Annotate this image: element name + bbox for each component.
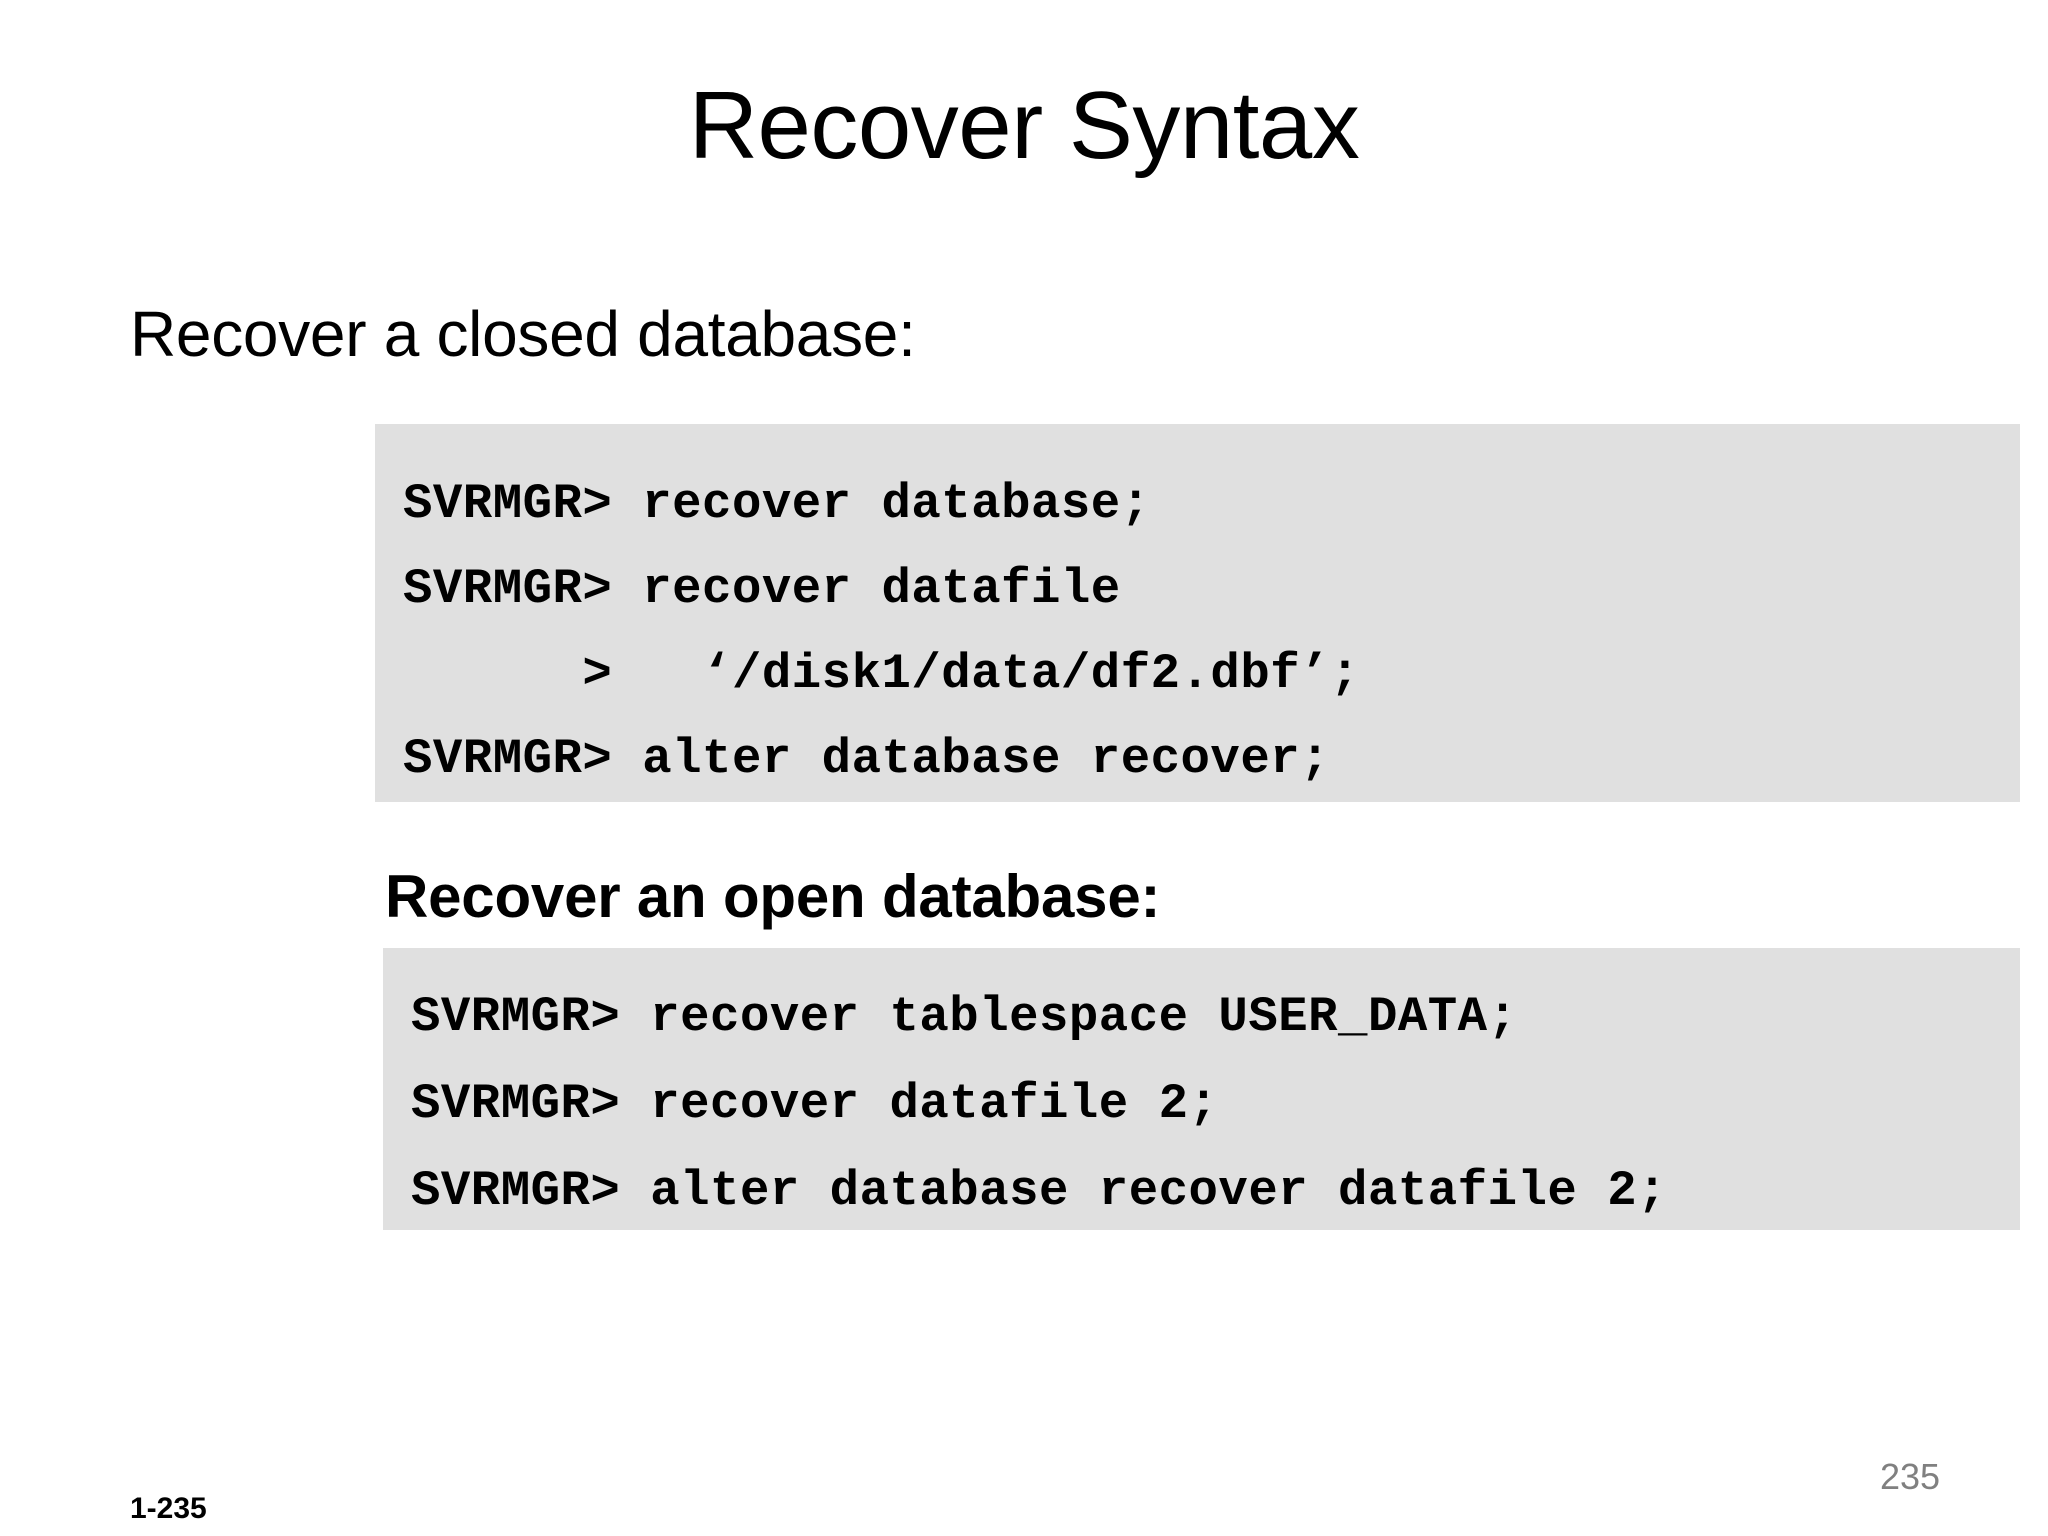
code-line: SVRMGR> recover datafile bbox=[403, 561, 1121, 617]
code-line: SVRMGR> recover tablespace USER_DATA; bbox=[411, 989, 1518, 1045]
subheading-closed-database: Recover a closed database: bbox=[130, 298, 916, 370]
code-block-closed-database: SVRMGR> recover database; SVRMGR> recove… bbox=[375, 424, 2020, 802]
code-block-open-database: SVRMGR> recover tablespace USER_DATA; SV… bbox=[383, 948, 2020, 1230]
code-line: SVRMGR> recover database; bbox=[403, 476, 1151, 532]
code-line: SVRMGR> recover datafile 2; bbox=[411, 1076, 1219, 1132]
code-line: SVRMGR> alter database recover datafile … bbox=[411, 1163, 1668, 1219]
heading-open-database: Recover an open database: bbox=[385, 863, 1161, 930]
footer-slide-reference: 1-235 bbox=[130, 1492, 207, 1525]
page-title: Recover Syntax bbox=[688, 72, 1360, 179]
page-number: 235 bbox=[1880, 1456, 1941, 1497]
code-line: > ‘/disk1/data/df2.dbf’; bbox=[403, 646, 1360, 702]
code-line: SVRMGR> alter database recover; bbox=[403, 731, 1331, 787]
